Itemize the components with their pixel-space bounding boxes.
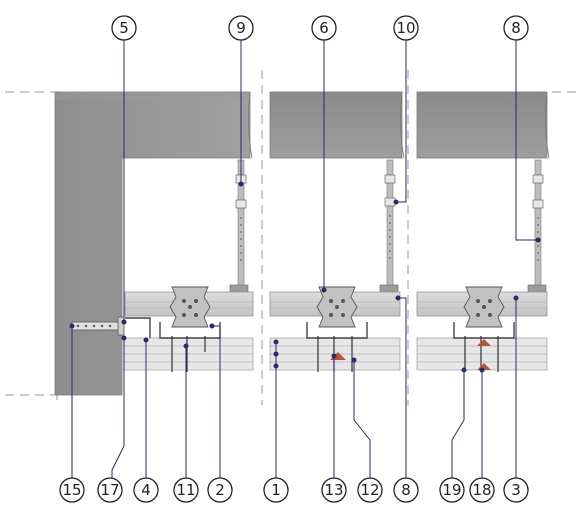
hanger-1 [229, 159, 249, 294]
svg-text:19: 19 [442, 481, 461, 499]
ceiling-slabs [248, 91, 550, 159]
svg-text:15: 15 [62, 481, 81, 499]
callout-11: 11 [173, 477, 199, 503]
svg-text:18: 18 [472, 481, 491, 499]
svg-text:3: 3 [511, 481, 521, 499]
svg-text:2: 2 [215, 481, 225, 499]
callout-15: 15 [59, 477, 85, 503]
callout-3: 3 [503, 477, 529, 503]
connector-3 [463, 286, 505, 328]
svg-text:5: 5 [119, 19, 129, 37]
callout-12: 12 [357, 477, 383, 503]
leader-lines [71, 40, 538, 478]
svg-text:10: 10 [396, 19, 415, 37]
callout-17: 17 [97, 477, 123, 503]
svg-text:12: 12 [360, 481, 379, 499]
callouts-bottom: 15 17 4 11 2 1 13 12 8 19 18 3 [59, 477, 529, 503]
callout-18: 18 [469, 477, 495, 503]
callouts-top: 5 9 6 10 8 [111, 15, 529, 41]
svg-text:8: 8 [511, 19, 521, 37]
callout-9: 9 [228, 15, 254, 41]
svg-text:9: 9 [236, 19, 246, 37]
callout-1: 1 [263, 477, 289, 503]
ceiling-boards [121, 337, 548, 371]
svg-text:1: 1 [271, 481, 281, 499]
callout-8-bottom: 8 [393, 477, 419, 503]
callout-19: 19 [439, 477, 465, 503]
leader-dots [69, 181, 541, 373]
hanger-2 [379, 159, 399, 294]
cross-connectors [169, 286, 505, 328]
connector-2 [316, 286, 358, 328]
svg-text:11: 11 [176, 481, 195, 499]
svg-text:8: 8 [401, 481, 411, 499]
svg-text:6: 6 [319, 19, 329, 37]
hangers [229, 159, 547, 294]
callout-10: 10 [393, 15, 419, 41]
hanger-3 [527, 159, 547, 294]
svg-text:17: 17 [100, 481, 119, 499]
svg-text:13: 13 [324, 481, 343, 499]
callout-5: 5 [111, 15, 137, 41]
callout-6: 6 [311, 15, 337, 41]
callout-2: 2 [207, 477, 233, 503]
svg-text:4: 4 [141, 481, 151, 499]
callout-4: 4 [133, 477, 159, 503]
connector-1 [169, 286, 211, 328]
callout-8-top: 8 [503, 15, 529, 41]
callout-13: 13 [321, 477, 347, 503]
